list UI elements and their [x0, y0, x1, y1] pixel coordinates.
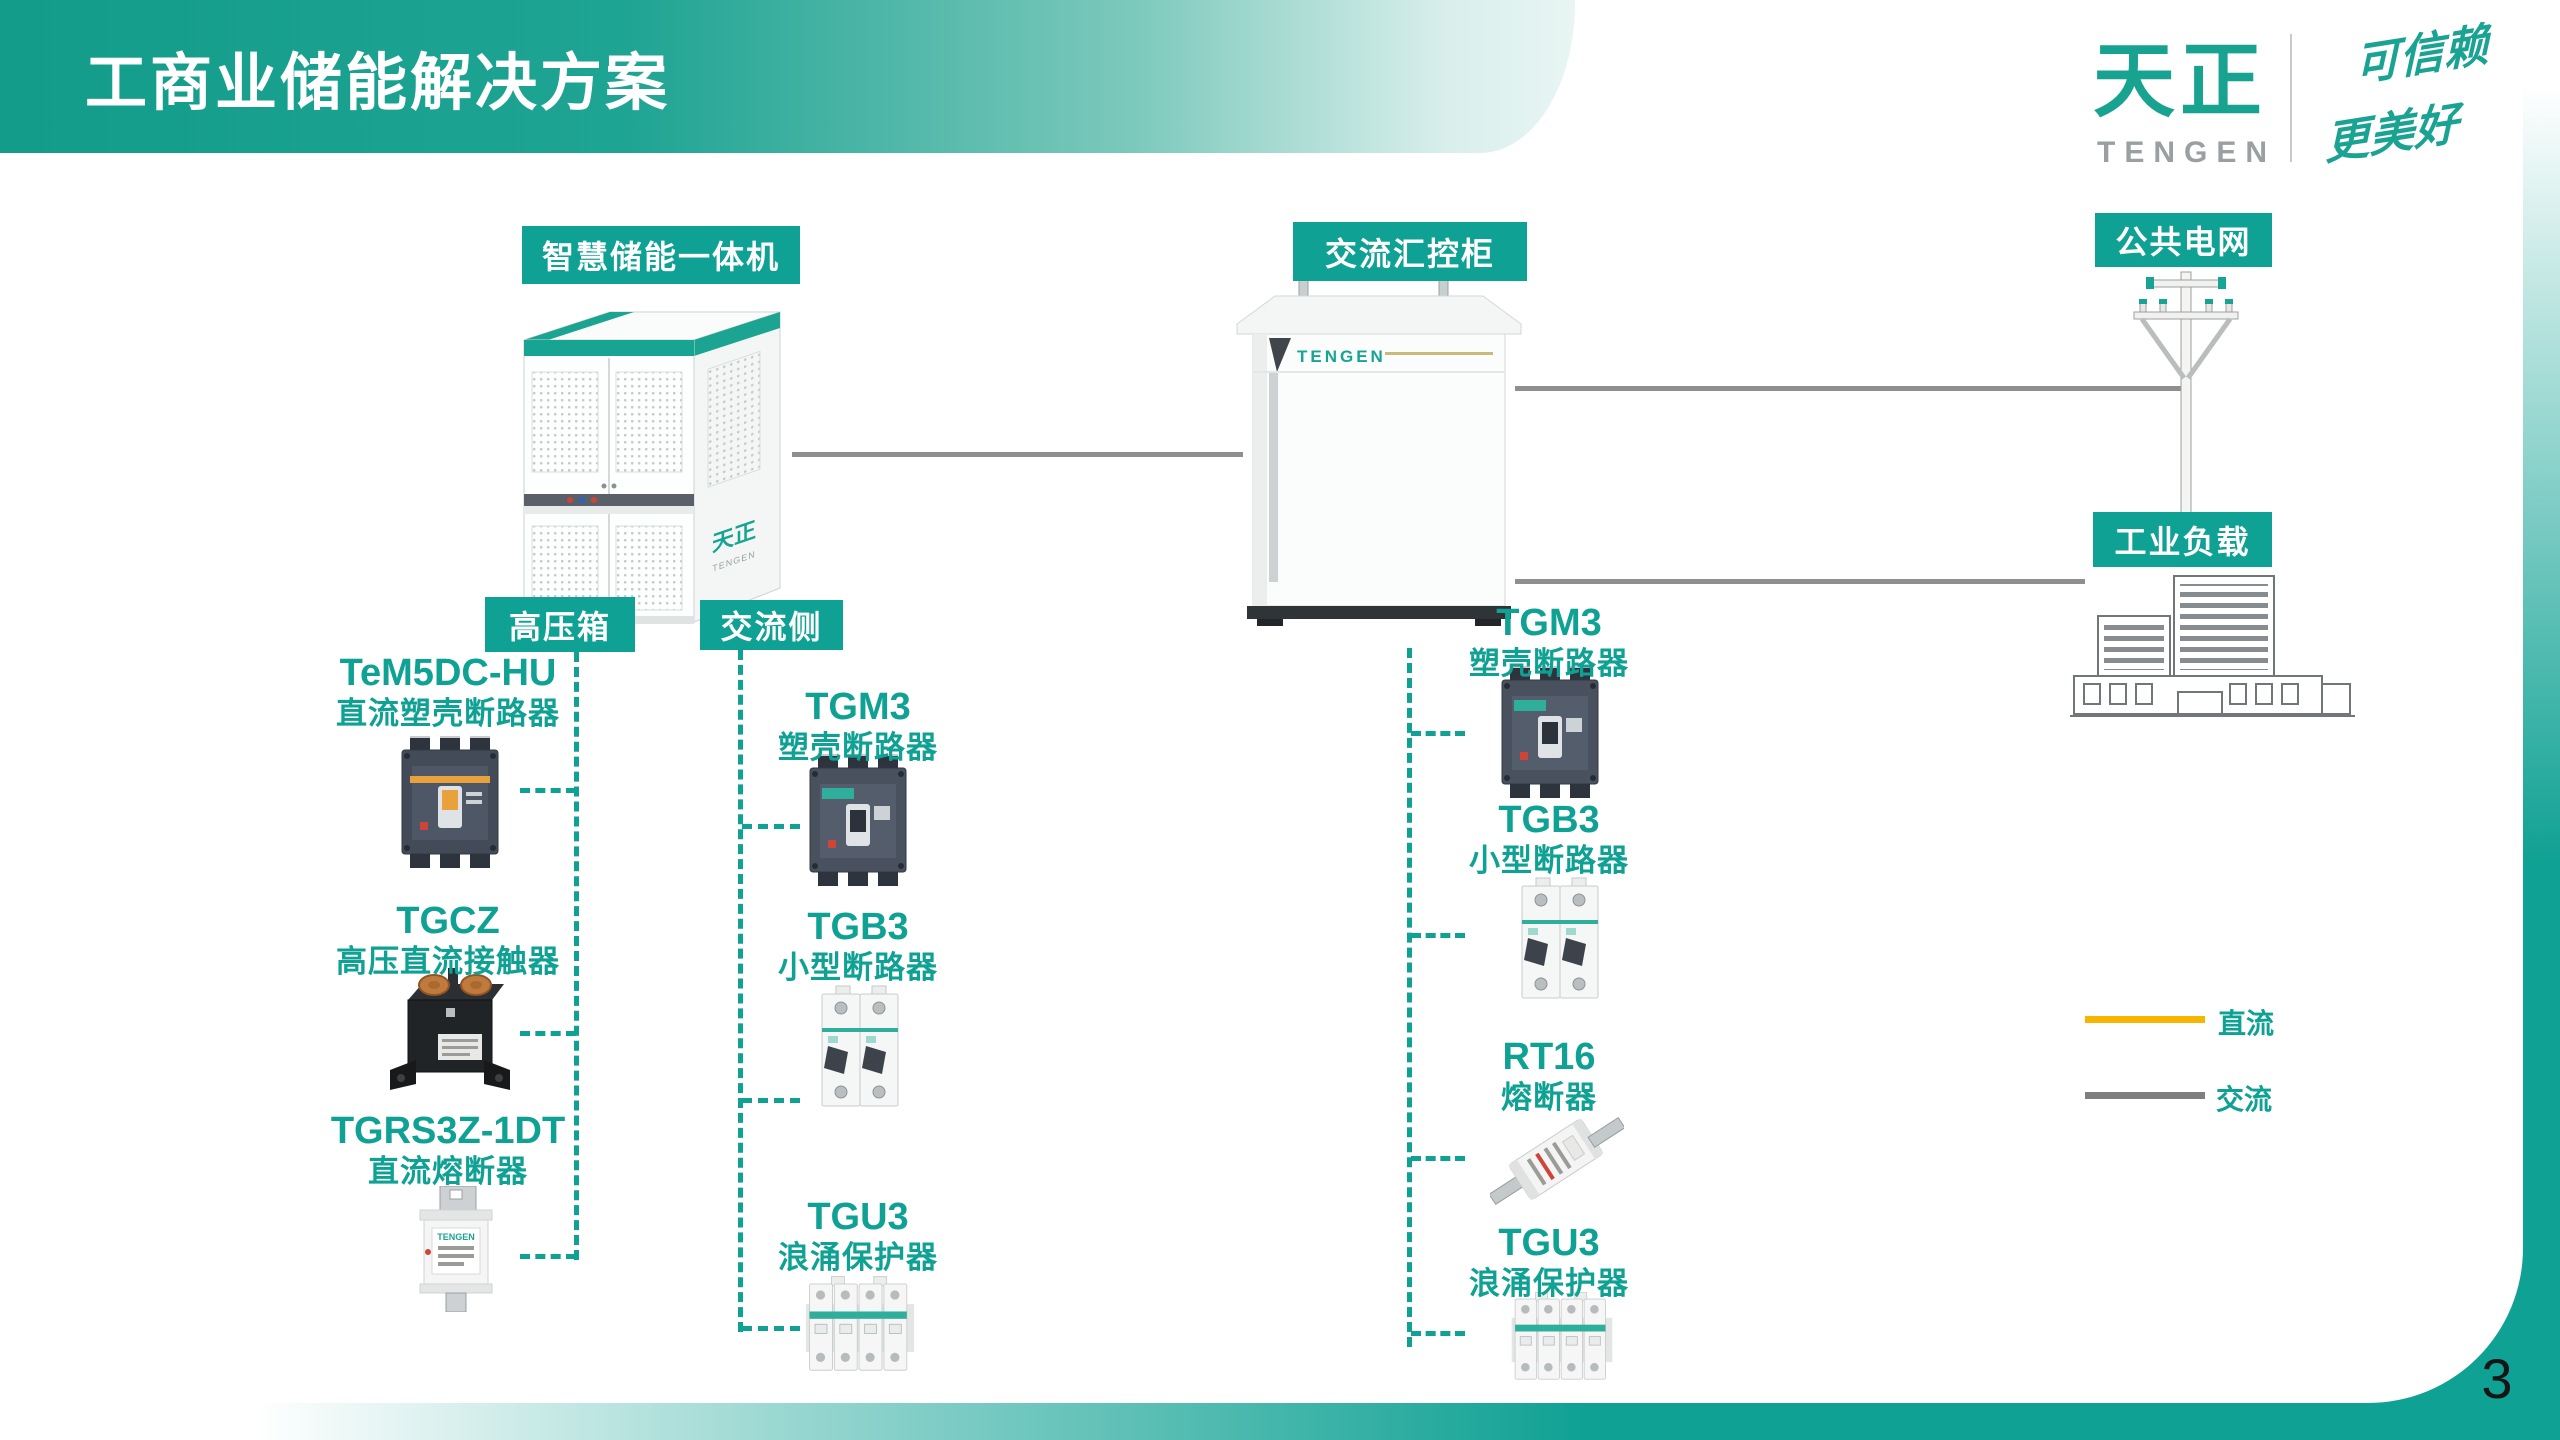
- dash-accabinet-branch-1: [1411, 731, 1465, 736]
- label-ac-side: 交流侧: [700, 600, 843, 650]
- product-title-acside-tgm3: TGM3 塑壳断路器: [698, 686, 1018, 765]
- dash-hv-branch-2: [520, 1031, 576, 1036]
- product-title-tem5dc: TeM5DC-HU 直流塑壳断路器: [288, 652, 608, 731]
- line-ess-to-accabinet: [792, 452, 1243, 457]
- product-title-accab-tgm3: TGM3 塑壳断路器: [1389, 602, 1709, 681]
- product-image-tgrs3z-fuse: TENGEN: [419, 1186, 493, 1312]
- logo-divider: [2290, 34, 2292, 162]
- dash-accabinet-branch-2: [1411, 933, 1465, 938]
- dash-acside-vertical: [738, 650, 743, 1332]
- product-image-accab-tgb3-mcb: [1521, 877, 1599, 999]
- product-model: TGB3: [807, 906, 909, 948]
- product-title-acside-tgu3: TGU3 浪涌保护器: [698, 1196, 1018, 1275]
- product-image-accab-rt16-fuse: [1490, 1116, 1624, 1206]
- product-model: TGRS3Z-1DT: [330, 1110, 566, 1152]
- product-title-acside-tgb3: TGB3 小型断路器: [698, 906, 1018, 985]
- legend-ac-label: 交流: [2216, 1084, 2273, 1115]
- slogan-line-2: 更美好: [2324, 97, 2459, 170]
- product-name: 直流熔断器: [368, 1153, 528, 1189]
- product-model: TGM3: [805, 686, 911, 728]
- right-edge-decoration: [2523, 0, 2560, 1440]
- dash-accabinet-vertical: [1407, 648, 1412, 1347]
- product-model: TGB3: [1498, 799, 1600, 841]
- product-name: 塑壳断路器: [778, 729, 938, 765]
- ess-cabinet-illustration: 天正 TENGEN: [523, 311, 781, 624]
- label-load: 工业负载: [2093, 512, 2272, 567]
- label-ac-cabinet: 交流汇控柜: [1293, 222, 1527, 281]
- legend-ac-line: [2085, 1092, 2205, 1099]
- page-title: 工商业储能解决方案: [85, 48, 671, 118]
- product-model: RT16: [1502, 1036, 1596, 1078]
- product-title-tgcz: TGCZ 高压直流接触器: [288, 900, 608, 979]
- product-title-accab-tgb3: TGB3 小型断路器: [1389, 799, 1709, 878]
- dash-hv-branch-3: [520, 1254, 576, 1259]
- product-image-acside-tgu3-spd: [805, 1276, 915, 1371]
- product-title-tgrs3z: TGRS3Z-1DT 直流熔断器: [288, 1110, 608, 1189]
- dash-hv-branch-1: [520, 788, 576, 793]
- product-name: 塑壳断路器: [1469, 645, 1629, 681]
- dash-acside-branch-1: [742, 824, 800, 829]
- product-name: 浪涌保护器: [1469, 1265, 1629, 1301]
- brand-slogan: 可信赖 更美好: [2308, 6, 2517, 172]
- product-model: TGU3: [807, 1196, 909, 1238]
- product-image-accab-tgu3-spd: [1511, 1292, 1613, 1380]
- product-model: TeM5DC-HU: [339, 652, 557, 694]
- ac-cabinet-logo: TENGEN: [1297, 347, 1386, 366]
- product-name: 直流塑壳断路器: [336, 695, 560, 731]
- line-accabinet-to-load: [1515, 579, 2085, 584]
- product-name: 小型断路器: [1469, 842, 1629, 878]
- tengen-logo-en: TENGEN: [2097, 136, 2277, 169]
- legend-dc-label: 直流: [2218, 1008, 2275, 1039]
- dash-acside-branch-2: [742, 1098, 800, 1103]
- industrial-building-illustration: [2070, 575, 2355, 717]
- bottom-edge-decoration: [0, 1403, 2560, 1440]
- ac-cabinet-illustration: TENGEN: [1236, 279, 1522, 626]
- label-ess: 智慧储能一体机: [522, 226, 800, 284]
- dash-hv-vertical: [574, 652, 579, 1260]
- svg-text:TENGEN: TENGEN: [437, 1232, 475, 1242]
- product-image-accab-tgm3-mccb: [1501, 666, 1599, 798]
- tengen-logo-cn: 天正: [2093, 36, 2268, 127]
- product-image-acside-tgm3-mccb: [809, 754, 907, 886]
- product-name: 浪涌保护器: [778, 1239, 938, 1275]
- label-grid: 公共电网: [2095, 213, 2272, 267]
- product-model: TGCZ: [396, 900, 500, 942]
- slogan-line-1: 可信赖: [2354, 18, 2489, 92]
- product-name: 高压直流接触器: [336, 943, 560, 979]
- product-name: 熔断器: [1501, 1079, 1597, 1115]
- product-model: TGU3: [1498, 1222, 1600, 1264]
- label-hv-box: 高压箱: [485, 597, 635, 652]
- product-model: TGM3: [1496, 602, 1602, 644]
- dash-acside-branch-3: [742, 1326, 800, 1331]
- product-image-acside-tgb3-mcb: [821, 985, 899, 1107]
- product-title-accab-tgu3: TGU3 浪涌保护器: [1389, 1222, 1709, 1301]
- product-name: 小型断路器: [778, 949, 938, 985]
- line-accabinet-to-grid: [1515, 386, 2185, 391]
- power-pole-illustration: [2133, 271, 2239, 518]
- product-title-accab-rt16: RT16 熔断器: [1389, 1036, 1709, 1115]
- product-image-tem5dc-mccb: [401, 736, 499, 868]
- dash-accabinet-branch-4: [1411, 1331, 1465, 1336]
- header-banner: 工商业储能解决方案: [0, 0, 1575, 153]
- dash-accabinet-branch-3: [1411, 1156, 1465, 1161]
- page-number: 3: [2481, 1347, 2513, 1410]
- legend-dc-line: [2085, 1016, 2205, 1023]
- product-image-tgcz-contactor: [390, 968, 510, 1090]
